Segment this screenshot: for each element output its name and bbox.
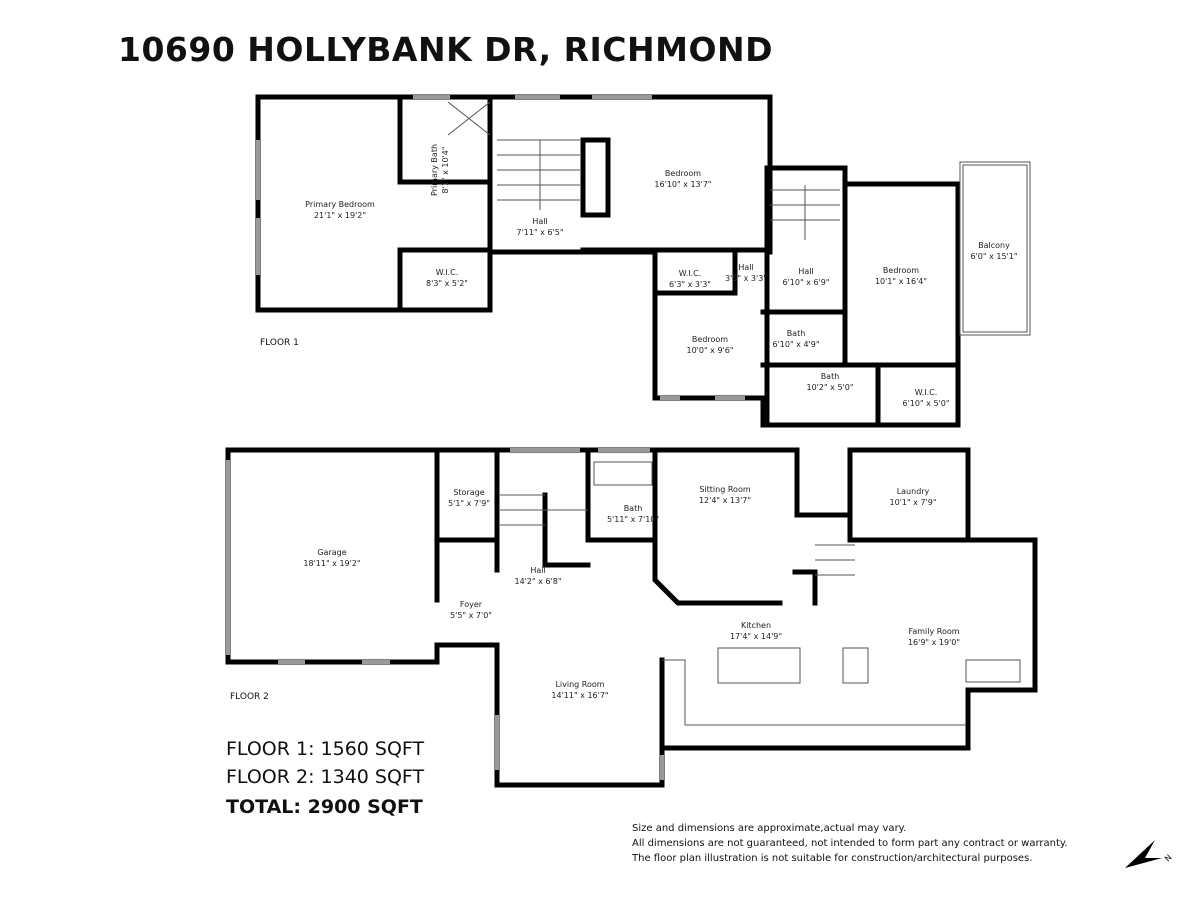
room-dims: 6'3" x 3'3" [669,280,711,289]
room-dims: 10'2" x 5'0" [806,383,853,392]
room-name: W.I.C. [679,269,702,278]
room-dims: 3'5" x 3'3" [725,274,767,283]
room-name: Sitting Room [699,485,750,494]
disclaimer-line: All dimensions are not guaranteed, not i… [632,838,1068,849]
floor1-sqft: FLOOR 1: 1560 SQFT [226,738,425,760]
balcony-outline [959,161,1031,336]
room-dims: 18'11" x 19'2" [303,559,360,568]
room-name: Bedroom [692,335,728,344]
room-dims: 5'1" x 7'9" [448,499,490,508]
room-name: Balcony [978,241,1010,250]
room-name: Living Room [555,680,604,689]
north-arrow-icon: N [1125,840,1174,868]
room-dims: 14'2" x 6'8" [514,577,561,586]
room-dims: 10'0" x 9'6" [686,346,733,355]
room-dims: 5'5" x 7'0" [450,611,492,620]
room-dims: 6'0" x 15'1" [970,252,1017,261]
floor2-label: FLOOR 2 [230,692,269,702]
room-name: Primary Bath [430,144,439,196]
disclaimer-line: The floor plan illustration is not suita… [632,853,1033,864]
floor1-walls [255,94,1031,428]
room-dims: 6'10" x 6'9" [782,278,829,287]
floor2-walls [225,447,1038,788]
room-name: Bath [624,504,643,513]
room-dims: 16'9" x 19'0" [908,638,960,647]
room-dims: 12'4" x 13'7" [699,496,751,505]
room-dims: 8'1" x 10'4" [441,146,450,193]
room-name: Bedroom [883,266,919,275]
compass-label: N [1163,853,1174,864]
room-name: Hall [798,267,813,276]
disclaimer: Size and dimensions are approximate,actu… [632,821,1068,866]
room-name: Storage [453,488,484,497]
room-name: Bath [787,329,806,338]
floor1-label: FLOOR 1 [260,338,299,348]
room-name: Laundry [897,487,930,496]
room-dims: 17'4" x 14'9" [730,632,782,641]
room-name: Hall [532,217,547,226]
room-dims: 6'10" x 4'9" [772,340,819,349]
floor2-sqft: FLOOR 2: 1340 SQFT [226,766,425,788]
room-dims: 14'11" x 16'7" [551,691,608,700]
room-name: Hall [530,566,545,575]
room-name: Kitchen [741,621,771,630]
floor1-room-labels: Primary Bedroom 21'1" x 19'2" Primary Bat… [305,144,1017,408]
room-dims: 21'1" x 19'2" [314,211,366,220]
room-name: Garage [317,548,346,557]
room-name: Bath [821,372,840,381]
room-dims: 10'1" x 16'4" [875,277,927,286]
room-dims: 7'11" x 6'5" [516,228,563,237]
room-name: Hall [738,263,753,272]
room-name: W.I.C. [436,268,459,277]
kitchen-island [717,647,801,684]
property-title: 10690 HOLLYBANK DR, RICHMOND [118,30,774,69]
room-dims: 16'10" x 13'7" [654,180,711,189]
room-dims: 5'11" x 7'10" [607,515,659,524]
room-name: W.I.C. [915,388,938,397]
room-dims: 8'3" x 5'2" [426,279,468,288]
room-dims: 6'10" x 5'0" [902,399,949,408]
disclaimer-line: Size and dimensions are approximate,actu… [632,823,907,834]
room-dims: 10'1" x 7'9" [889,498,936,507]
room-name: Foyer [460,600,483,609]
room-name: Family Room [908,627,959,636]
room-name: Bedroom [665,169,701,178]
room-name: Primary Bedroom [305,200,375,209]
total-sqft: TOTAL: 2900 SQFT [226,796,423,818]
